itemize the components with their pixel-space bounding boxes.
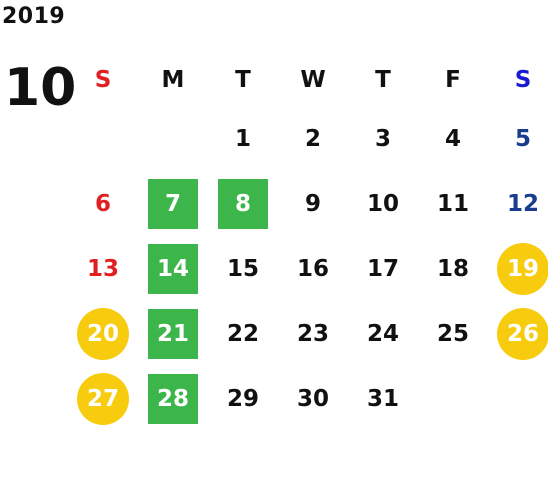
day-cell[interactable]: 11 <box>418 171 488 236</box>
day-number: 15 <box>226 255 259 282</box>
day-cell[interactable]: 13 <box>68 236 138 301</box>
day-cell[interactable]: 27 <box>68 366 138 431</box>
day-number: 22 <box>226 320 259 347</box>
day-number: 9 <box>304 190 321 217</box>
day-number: 17 <box>366 255 399 282</box>
empty-day-cell <box>68 106 138 171</box>
day-number: 2 <box>304 125 321 152</box>
weekday-header-saturday: S <box>514 67 532 93</box>
day-cell[interactable]: 21 <box>138 301 208 366</box>
day-number: 6 <box>94 190 111 217</box>
weekday-header-tuesday: T <box>235 67 251 93</box>
day-number: 14 <box>148 243 198 294</box>
day-cell[interactable]: 1 <box>208 106 278 171</box>
day-cell[interactable]: 10 <box>348 171 418 236</box>
day-number: 19 <box>497 242 548 295</box>
day-cell[interactable]: 4 <box>418 106 488 171</box>
day-number: 4 <box>444 125 461 152</box>
day-cell[interactable]: 20 <box>68 301 138 366</box>
weekday-header-sunday: S <box>94 67 112 93</box>
day-cell[interactable]: 29 <box>208 366 278 431</box>
day-number: 27 <box>77 372 129 425</box>
day-cell[interactable]: 16 <box>278 236 348 301</box>
day-number: 21 <box>148 308 198 359</box>
day-number: 30 <box>296 385 329 412</box>
day-number: 13 <box>86 255 119 282</box>
day-number: 12 <box>506 190 539 217</box>
empty-day-cell <box>418 366 488 431</box>
day-cell[interactable]: 25 <box>418 301 488 366</box>
day-cell[interactable]: 22 <box>208 301 278 366</box>
day-number: 10 <box>366 190 399 217</box>
day-number: 3 <box>374 125 391 152</box>
day-number: 29 <box>226 385 259 412</box>
day-number: 5 <box>514 125 531 152</box>
day-cell[interactable]: 15 <box>208 236 278 301</box>
weekday-header-wednesday: W <box>300 67 326 93</box>
day-cell[interactable]: 9 <box>278 171 348 236</box>
day-number: 18 <box>436 255 469 282</box>
weekday-header-monday: M <box>161 67 185 93</box>
month-label: 10 <box>4 58 77 118</box>
day-number: 25 <box>436 320 469 347</box>
day-number: 28 <box>148 373 198 424</box>
empty-day-cell <box>488 366 548 431</box>
day-cell[interactable]: 30 <box>278 366 348 431</box>
day-cell[interactable]: 8 <box>208 171 278 236</box>
day-number: 26 <box>497 307 548 360</box>
day-cell[interactable]: 14 <box>138 236 208 301</box>
day-number: 23 <box>296 320 329 347</box>
day-cell[interactable]: 17 <box>348 236 418 301</box>
day-cell[interactable]: 31 <box>348 366 418 431</box>
day-number: 1 <box>234 125 251 152</box>
day-cell[interactable]: 6 <box>68 171 138 236</box>
day-cell[interactable]: 12 <box>488 171 548 236</box>
day-cell[interactable]: 3 <box>348 106 418 171</box>
day-number: 16 <box>296 255 329 282</box>
day-number: 11 <box>436 190 469 217</box>
day-number: 31 <box>366 385 399 412</box>
day-cell[interactable]: 26 <box>488 301 548 366</box>
year-label: 2019 <box>2 4 66 29</box>
empty-day-cell <box>138 106 208 171</box>
day-cell[interactable]: 18 <box>418 236 488 301</box>
day-cell[interactable]: 2 <box>278 106 348 171</box>
day-number: 24 <box>366 320 399 347</box>
day-cell[interactable]: 5 <box>488 106 548 171</box>
day-cell[interactable]: 19 <box>488 236 548 301</box>
day-cell[interactable]: 28 <box>138 366 208 431</box>
day-cell[interactable]: 24 <box>348 301 418 366</box>
weekday-header-thursday: T <box>375 67 391 93</box>
day-cell[interactable]: 23 <box>278 301 348 366</box>
day-cell[interactable]: 7 <box>138 171 208 236</box>
weekday-header-friday: F <box>445 67 461 93</box>
day-number: 8 <box>218 178 268 229</box>
day-number: 7 <box>148 178 198 229</box>
day-number: 20 <box>77 307 129 360</box>
